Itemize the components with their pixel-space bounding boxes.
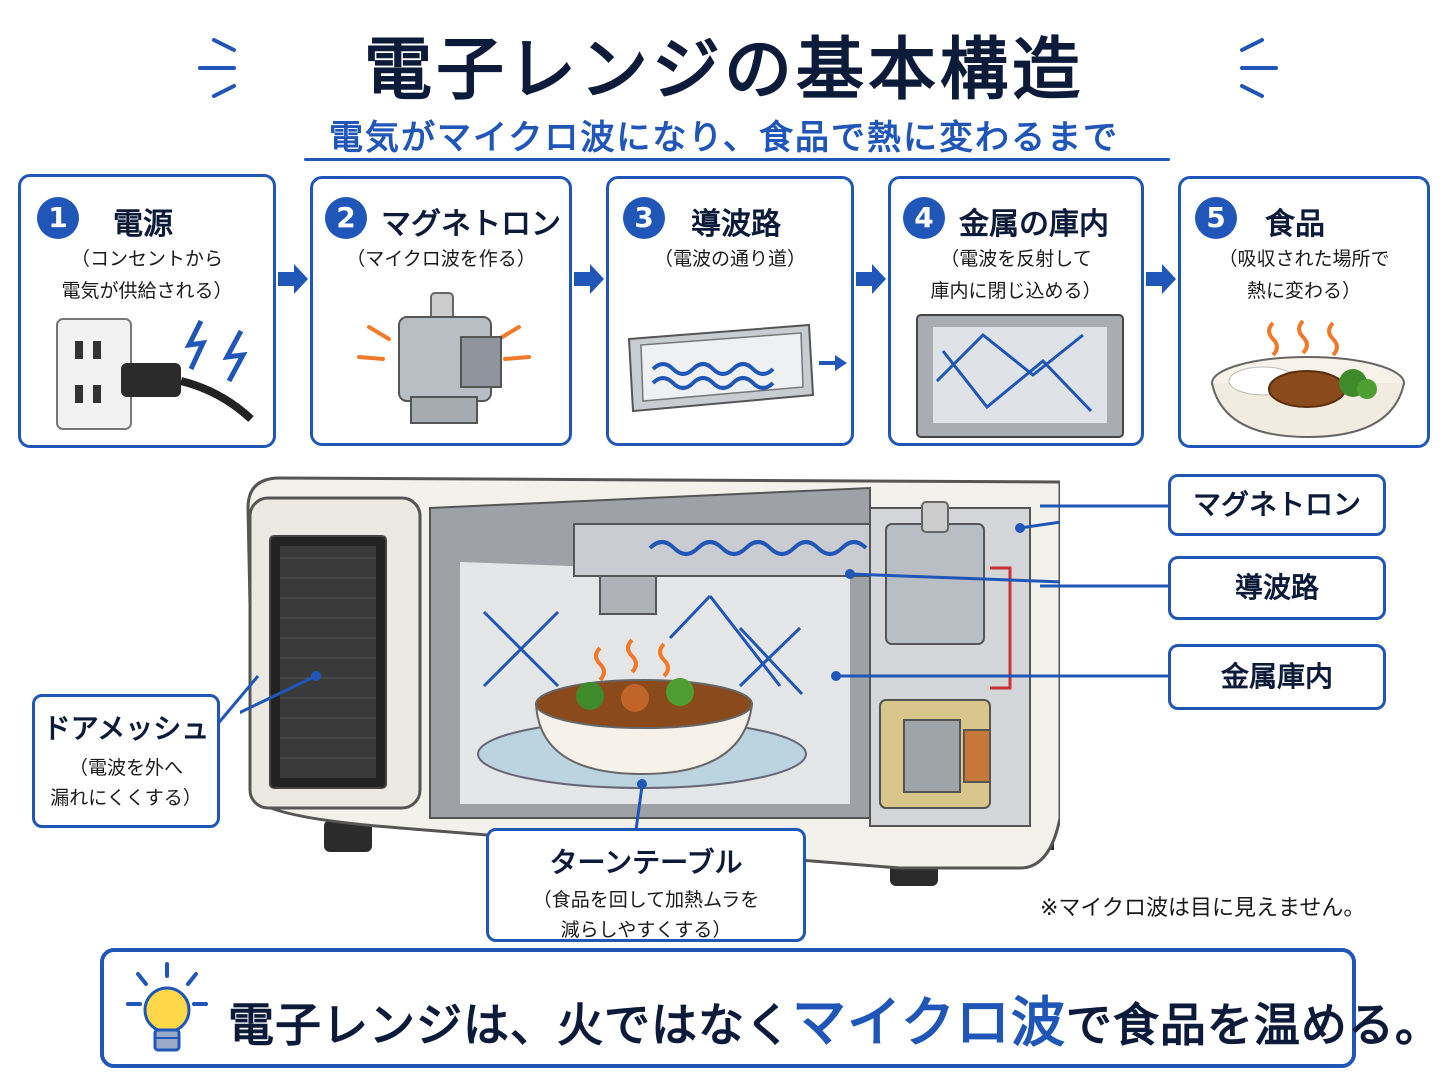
- callout-door-mesh-title: ドアメッシュ: [42, 712, 210, 745]
- step-desc-line2: 庫内に閉じ込める）: [930, 280, 1102, 302]
- step-card-power: 1 電源 （コンセントから 電気が供給される）: [18, 174, 276, 448]
- footnote: ※マイクロ波は目に見えません。: [1040, 896, 1366, 921]
- flow-arrow-icon: [574, 264, 604, 294]
- callout-magnetron-label: マグネトロン: [1192, 488, 1361, 521]
- page-subtitle: 電気がマイクロ波になり、食品で熱に変わるまで: [329, 118, 1119, 158]
- summary-box: 電子レンジは、火ではなくマイクロ波で食品を温める。: [100, 948, 1441, 1068]
- step-title: 食品: [1265, 207, 1325, 242]
- callout-cavity: 金属庫内: [1168, 644, 1386, 710]
- waveguide-icon: [627, 323, 847, 413]
- summary-text-after: で食品を温める。: [1065, 998, 1442, 1052]
- step-number: 1: [37, 197, 79, 239]
- summary-text-highlight: マイクロ波: [792, 991, 1066, 1054]
- step-desc-line2: 熱に変わる）: [1246, 280, 1361, 302]
- step-number: 4: [903, 197, 945, 239]
- outlet-plug-icon: [56, 318, 254, 430]
- step-desc-line1: （電波の通り道）: [653, 248, 806, 270]
- callout-door-mesh: ドアメッシュ （電波を外へ 漏れにくくする）: [32, 694, 220, 828]
- microwave-illustration: [240, 476, 1060, 886]
- callout-door-mesh-desc-line1: （電波を外へ: [68, 757, 183, 779]
- step-card-magnetron: 2 マグネトロン （マイクロ波を作る）: [310, 176, 572, 446]
- page-title: 電子レンジの基本構造: [363, 31, 1084, 110]
- magnetron-icon: [357, 292, 531, 424]
- subtitle-underline: [304, 158, 1170, 161]
- summary-text: 電子レンジは、火ではなくマイクロ波で食品を温める。: [228, 978, 1442, 1057]
- step-number: 3: [623, 197, 665, 239]
- callout-turntable: ターンテーブル （食品を回して加熱ムラを 減らしやすくする）: [486, 828, 806, 942]
- callout-waveguide: 導波路: [1168, 556, 1386, 620]
- summary-text-before: 電子レンジは、火ではなく: [228, 998, 792, 1052]
- lightbulb-icon: [126, 962, 208, 1052]
- step-title: 電源: [113, 207, 173, 242]
- step-card-food: 5 食品 （吸収された場所で 熱に変わる）: [1178, 176, 1430, 448]
- food-bowl-icon: [1211, 319, 1405, 439]
- step-desc-line1: （電波を反射して: [940, 248, 1092, 270]
- flow-arrow-icon: [278, 264, 308, 294]
- step-number: 2: [325, 197, 367, 239]
- callout-cavity-label: 金属庫内: [1220, 660, 1333, 693]
- callout-turntable-desc-line2: 減らしやすくする）: [560, 919, 732, 941]
- step-title: 導波路: [691, 207, 781, 242]
- callout-waveguide-label: 導波路: [1234, 571, 1319, 604]
- step-desc-line1: （吸収された場所で: [1218, 248, 1390, 270]
- step-desc-line1: （コンセントから: [70, 248, 223, 270]
- step-card-metal-cavity: 4 金属の庫内 （電波を反射して 庫内に閉じ込める）: [888, 176, 1144, 446]
- callout-turntable-title: ターンテーブル: [549, 846, 743, 879]
- title-left-decoration: [198, 38, 236, 98]
- callout-door-mesh-desc-line2: 漏れにくくする）: [50, 787, 202, 809]
- leader-lines-right: [1040, 504, 1170, 678]
- metal-cavity-icon: [916, 314, 1124, 438]
- callout-magnetron: マグネトロン: [1168, 474, 1386, 536]
- step-desc-line1: （マイクロ波を作る）: [346, 248, 536, 270]
- title-right-decoration: [1240, 38, 1278, 98]
- flow-arrow-icon: [1146, 264, 1176, 294]
- step-title: マグネトロン: [381, 207, 561, 242]
- step-card-waveguide: 3 導波路 （電波の通り道）: [606, 176, 854, 446]
- step-desc-line2: 電気が供給される）: [61, 280, 233, 302]
- leader-line-door: [214, 675, 260, 727]
- step-title: 金属の庫内: [959, 207, 1109, 242]
- callout-turntable-desc-line1: （食品を回して加熱ムラを: [532, 889, 760, 911]
- step-number: 5: [1195, 197, 1237, 239]
- flow-arrow-icon: [856, 264, 886, 294]
